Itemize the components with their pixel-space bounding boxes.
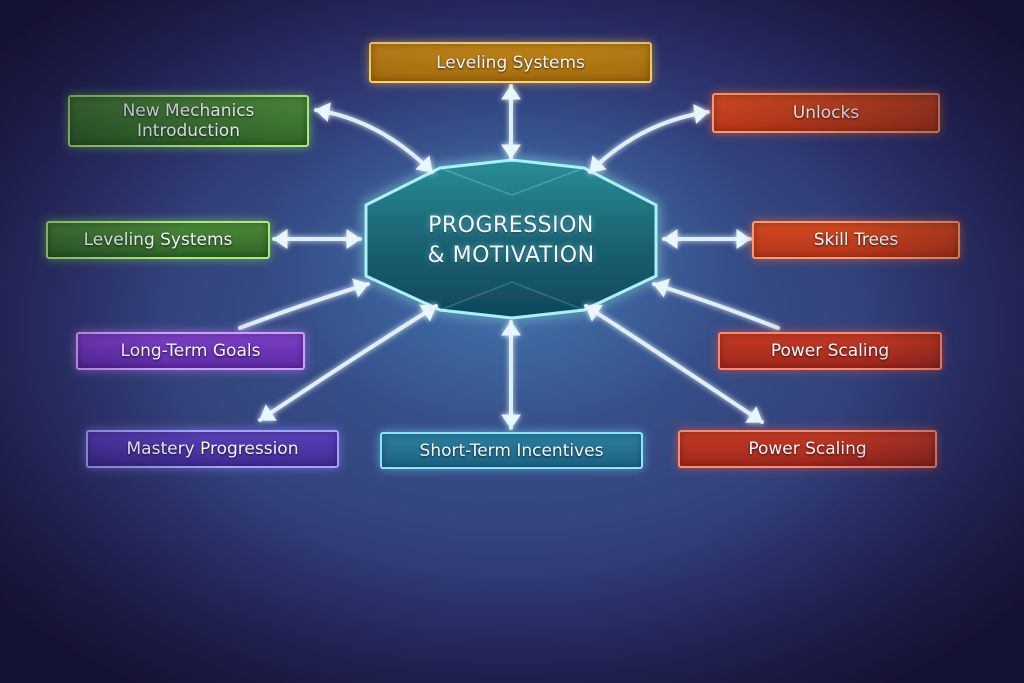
center-hub-shape <box>364 158 658 320</box>
node-skill-trees[interactable]: Skill Trees <box>752 221 960 259</box>
node-leveling-systems-top[interactable]: Leveling Systems <box>369 42 652 83</box>
node-mastery-progression[interactable]: Mastery Progression <box>86 430 339 468</box>
connector-new-mechanics-end-arrowhead <box>415 155 433 173</box>
node-power-scaling-upper[interactable]: Power Scaling <box>718 332 942 370</box>
connector-leveling-top-end-arrowhead <box>501 144 521 159</box>
connector-power-scaling-upper-end-arrowhead <box>653 278 670 298</box>
connector-unlocks <box>588 110 710 174</box>
connector-long-term-goals <box>238 282 370 330</box>
center-hub-facet <box>439 281 585 311</box>
connector-power-scaling-upper <box>652 282 780 330</box>
connector-leveling-left-end-arrowhead <box>346 229 361 249</box>
node-power-scaling-lower[interactable]: Power Scaling <box>678 430 937 468</box>
connector-power-scaling-lower-end-arrowhead <box>585 304 603 322</box>
connector-short-term-incentives-start-arrowhead <box>501 414 521 429</box>
connector-short-term-incentives-end-arrowhead <box>501 321 521 336</box>
connector-mastery-progression-start-arrowhead <box>259 404 277 421</box>
connector-skill-trees-start-arrowhead <box>663 229 678 249</box>
connector-mastery-progression-end-arrowhead <box>419 304 437 322</box>
node-leveling-systems-left[interactable]: Leveling Systems <box>46 221 270 259</box>
connector-unlocks-end-arrowhead <box>589 155 607 173</box>
connector-power-scaling-lower <box>584 304 764 424</box>
center-hub-facet <box>439 167 585 196</box>
connector-new-mechanics-start-arrowhead <box>315 102 331 122</box>
connector-skill-trees-end-arrowhead <box>736 229 751 249</box>
center-hub-label: PROGRESSION & MOTIVATION <box>427 213 595 268</box>
node-long-term-goals[interactable]: Long-Term Goals <box>76 332 305 370</box>
connector-power-scaling-lower-start-arrowhead <box>745 406 763 423</box>
connector-new-mechanics <box>314 108 434 174</box>
node-short-term-incentives[interactable]: Short-Term Incentives <box>380 432 643 469</box>
connector-unlocks-start-arrowhead <box>693 104 709 124</box>
connector-long-term-goals-end-arrowhead <box>352 278 369 298</box>
node-unlocks[interactable]: Unlocks <box>712 93 940 133</box>
connector-mastery-progression <box>258 304 438 422</box>
node-new-mechanics-introduction[interactable]: New Mechanics Introduction <box>68 95 309 147</box>
connector-leveling-left-start-arrowhead <box>273 229 288 249</box>
connector-leveling-top-start-arrowhead <box>501 85 521 100</box>
